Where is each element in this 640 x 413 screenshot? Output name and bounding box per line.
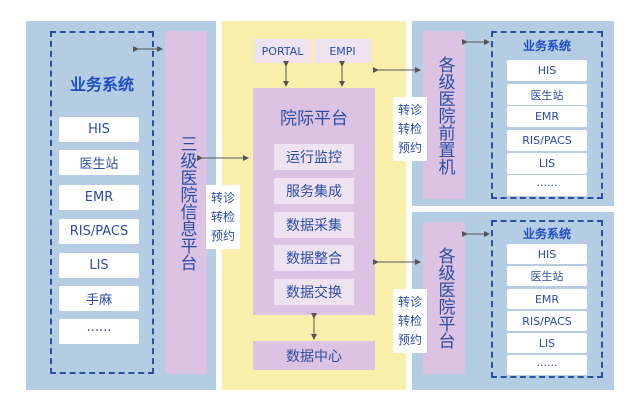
service-data-integration: 数据整合 — [274, 245, 354, 271]
transfer-referral: 转诊 — [210, 190, 235, 205]
right-top-business-system-title: 业务系统 — [522, 39, 571, 53]
transfer-appointment: 预约 — [210, 228, 235, 243]
right-bottom-transfer-label: 转诊 转检 预约 — [393, 289, 427, 353]
right-top-transfer-label: 转诊 转检 预约 — [393, 97, 427, 161]
transfer-appointment: 预约 — [397, 332, 422, 347]
right-bottom-item-his: HIS — [507, 244, 587, 264]
left-business-system-box — [50, 31, 154, 374]
right-bottom-item-doctor-station: 医生站 — [507, 266, 587, 286]
left-item-emr: EMR — [59, 185, 139, 210]
right-bottom-item-ris-pacs: RIS/PACS — [507, 311, 587, 331]
empi-box: EMPI — [314, 39, 371, 63]
transfer-exam: 转检 — [397, 121, 422, 136]
service-data-exchange: 数据交换 — [274, 279, 354, 305]
service-data-collection: 数据采集 — [274, 212, 354, 238]
left-business-system-title: 业务系统 — [69, 75, 134, 94]
transfer-exam: 转检 — [397, 313, 422, 328]
service-integration: 服务集成 — [274, 178, 354, 204]
right-top-item-emr: EMR — [507, 106, 587, 127]
left-item-anesthesia: 手麻 — [59, 286, 139, 311]
right-top-item-lis: LIS — [507, 153, 587, 174]
right-top-business-system-box — [491, 31, 603, 199]
right-bottom-business-system-box — [491, 220, 603, 378]
left-item-more: ······ — [59, 319, 139, 344]
left-item-ris-pacs: RIS/PACS — [59, 219, 139, 244]
left-item-lis: LIS — [59, 253, 139, 278]
data-center-box: 数据中心 — [253, 341, 375, 370]
right-bottom-business-system-title: 业务系统 — [522, 227, 571, 241]
right-bottom-item-emr: EMR — [507, 289, 587, 309]
left-transfer-label: 转诊 转检 预约 — [206, 185, 240, 249]
left-item-doctor-station: 医生站 — [59, 150, 139, 175]
transfer-appointment: 预约 — [397, 140, 422, 155]
tertiary-hospital-platform: 三级医院信息平台 — [165, 31, 207, 374]
transfer-referral: 转诊 — [397, 102, 422, 117]
right-top-item-doctor-station: 医生站 — [507, 84, 587, 105]
inter-hospital-platform-title: 院际平台 — [280, 109, 348, 129]
right-bottom-item-lis: LIS — [507, 333, 587, 353]
portal-box: PORTAL — [254, 39, 311, 63]
transfer-referral: 转诊 — [397, 294, 422, 309]
service-monitoring: 运行监控 — [274, 144, 354, 170]
hospital-front-end-processor: 各级医院前置机 — [423, 31, 465, 199]
hospital-platform: 各级医院平台 — [423, 222, 465, 374]
transfer-exam: 转检 — [210, 209, 235, 224]
right-top-item-his: HIS — [507, 60, 587, 81]
right-top-item-more: ······ — [507, 175, 587, 196]
left-item-his: HIS — [59, 117, 139, 142]
right-top-item-ris-pacs: RIS/PACS — [507, 130, 587, 151]
right-bottom-item-more: ······ — [507, 355, 587, 375]
